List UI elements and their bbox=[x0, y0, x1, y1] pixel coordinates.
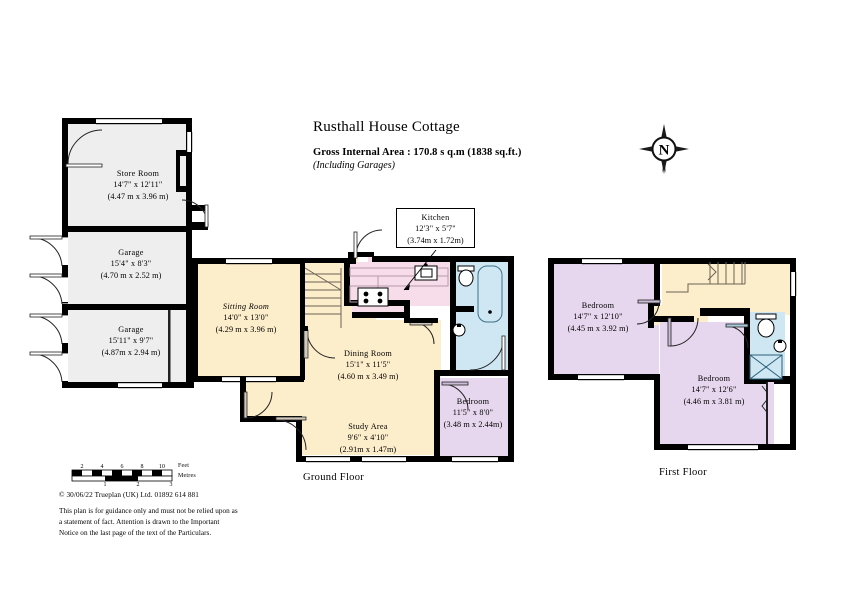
scale-metres-ticks: 1 2 3 bbox=[104, 482, 173, 486]
study-door-2 bbox=[243, 391, 273, 419]
first-floor-svg bbox=[548, 258, 797, 451]
window-study-bottom bbox=[306, 456, 406, 463]
svg-text:2: 2 bbox=[81, 464, 84, 470]
room-label-store-room: Store Room 14'7" x 12'11" (4.47 m x 3.96… bbox=[107, 169, 169, 201]
kitchen-callout-leader bbox=[403, 249, 437, 291]
svg-text:8: 8 bbox=[141, 464, 144, 470]
room-label-garage-upper: Garage 15'4" x 8'3" (4.70 m x 2.52 m) bbox=[100, 248, 162, 280]
first-floor-caption: First Floor bbox=[659, 467, 707, 478]
disclaimer-text: This plan is for guidance only and must … bbox=[59, 507, 238, 538]
garage-door-openings bbox=[62, 236, 68, 383]
window-first-left-bottom bbox=[578, 374, 624, 381]
room-label-first-bedroom-right: Bedroom 14'7" x 12'6" (4.46 m x 3.81 m) bbox=[683, 374, 745, 406]
svg-text:1: 1 bbox=[104, 482, 107, 486]
scale-metres-bar bbox=[71, 475, 173, 482]
study-dining-fill bbox=[296, 380, 442, 455]
staircase-ground bbox=[304, 267, 342, 328]
sitting-room-fill bbox=[196, 263, 296, 381]
first-bathroom-fixtures bbox=[749, 313, 787, 380]
ground-floor-caption: Ground Floor bbox=[303, 472, 365, 483]
compass-north-letter: N bbox=[659, 143, 670, 159]
room-label-ground-bedroom: Bedroom 11'5" x 8'0" (3.48 m x 2.44m) bbox=[443, 397, 503, 429]
room-label-sitting-room: Sitting Room 14'0" x 13'0" (4.29 m x 3.9… bbox=[215, 302, 277, 334]
svg-text:10: 10 bbox=[159, 464, 165, 470]
window-first-left-top bbox=[582, 258, 622, 265]
window-store-right bbox=[186, 132, 193, 152]
first-bedroom-left-fill bbox=[554, 264, 659, 379]
first-bedroom-right-door bbox=[667, 317, 699, 347]
study-door bbox=[275, 416, 307, 451]
room-label-study-area: Study Area 9'6" x 4'10" (2.91m x 1.47m) bbox=[339, 422, 397, 454]
page-title: Rusthall House Cottage bbox=[313, 119, 460, 135]
title-block: Rusthall House Cottage Gross Internal Ar… bbox=[313, 118, 613, 171]
window-first-right-bottom bbox=[688, 444, 758, 451]
svg-text:2: 2 bbox=[137, 482, 140, 486]
first-bedroom-left-door bbox=[636, 299, 661, 325]
scale-feet-ticks: 2 4 6 8 10 bbox=[81, 464, 166, 470]
store-room-side-door bbox=[181, 199, 209, 228]
ground-bathroom bbox=[434, 256, 514, 376]
garage-upper-fill bbox=[68, 232, 186, 304]
window-ground-bedroom bbox=[452, 456, 498, 463]
first-bathroom-door bbox=[725, 323, 749, 349]
copyright-line: © 30/06/22 Trueplan (UK) Ltd. 01892 614 … bbox=[59, 491, 199, 499]
window-sitting-top bbox=[226, 258, 272, 265]
room-label-dining-room: Dining Room 15'1" x 11'5" (4.60 m x 3.49… bbox=[337, 349, 399, 381]
kitchen-callout-box: Kitchen 12'3" x 5'7" (3.74m x 1.72m) bbox=[396, 208, 475, 248]
garage-door-swing-arcs bbox=[29, 235, 63, 383]
room-label-first-bedroom-left: Bedroom 14'7" x 12'10" (4.45 m x 3.92 m) bbox=[567, 301, 629, 333]
ground-bedroom-door bbox=[441, 381, 469, 411]
room-label-garage-lower: Garage 15'11" x 9'7" (4.87m x 2.94 m) bbox=[101, 325, 161, 357]
garage-lower-fill bbox=[68, 310, 186, 382]
window-first-right-side bbox=[790, 272, 797, 296]
window-sitting-bottom bbox=[222, 376, 276, 383]
ground-floor-plan bbox=[29, 118, 514, 463]
scale-bar: 2 4 6 8 10 1 2 3 bbox=[60, 462, 196, 486]
window-store-top bbox=[96, 118, 162, 125]
svg-text:3: 3 bbox=[170, 482, 173, 486]
ground-floor-svg bbox=[29, 118, 514, 463]
store-room-door bbox=[65, 129, 103, 168]
compass-rose-icon: N bbox=[638, 123, 690, 175]
gross-internal-area: Gross Internal Area : 170.8 s q.m (1838 … bbox=[313, 147, 522, 158]
svg-text:6: 6 bbox=[121, 464, 124, 470]
scale-feet-bar bbox=[71, 469, 173, 477]
area-note: (Including Garages) bbox=[313, 160, 395, 171]
scale-feet-label: Feet bbox=[178, 463, 190, 469]
svg-text:4: 4 bbox=[101, 464, 104, 470]
kitchen-door bbox=[353, 229, 383, 259]
scale-metres-label: Metres bbox=[178, 473, 196, 479]
staircase-first bbox=[666, 262, 746, 293]
ground-bedroom-fill bbox=[437, 378, 509, 456]
window-garage-bottom bbox=[118, 382, 162, 389]
first-floor-plan bbox=[540, 250, 810, 480]
store-room-fill bbox=[68, 122, 186, 226]
